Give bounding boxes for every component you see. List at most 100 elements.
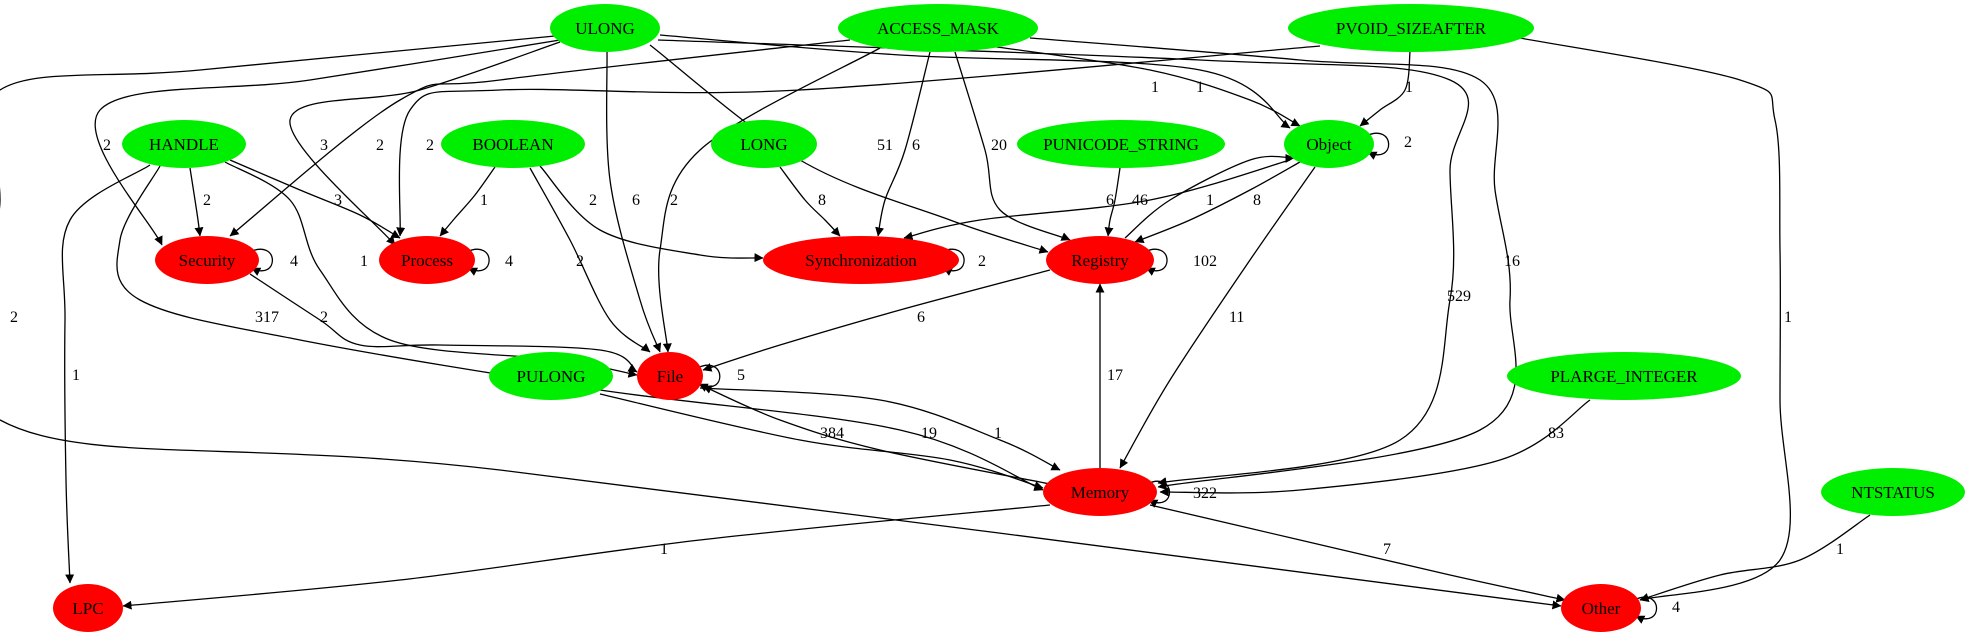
- node-synchronization[interactable]: Synchronization: [763, 236, 959, 284]
- edge-label-object-to-memory: 11: [1229, 309, 1244, 326]
- node-shape-object: [1284, 120, 1374, 168]
- node-access-mask[interactable]: ACCESS_MASK: [838, 4, 1038, 52]
- node-ulong[interactable]: ULONG: [550, 4, 660, 52]
- edge-label-security-to-security: 4: [290, 253, 298, 270]
- edge-label-boolean-to-synchronization: 2: [589, 192, 597, 209]
- node-label-other: Other: [1582, 599, 1621, 618]
- node-label-memory: Memory: [1071, 483, 1130, 502]
- node-shape-plarge-integer: [1507, 352, 1741, 400]
- edge-object-to-registry: [1134, 161, 1301, 244]
- edge-label-security-to-file: 2: [320, 309, 328, 326]
- node-label-punicode-string: PUNICODE_STRING: [1043, 135, 1199, 154]
- edge-access-mask-to-memory: [1029, 37, 1517, 490]
- node-pvoid-sizeafter[interactable]: PVOID_SIZEAFTER: [1288, 4, 1534, 52]
- node-object[interactable]: Object: [1284, 120, 1374, 168]
- edge-memory-to-memory: [1146, 480, 1171, 508]
- edge-pvoid-sizeafter-to-process: [396, 45, 1321, 237]
- node-label-pvoid-sizeafter: PVOID_SIZEAFTER: [1336, 19, 1487, 38]
- edge-handle-to-process: [229, 159, 401, 239]
- edge-label-handle-to-security: 2: [203, 192, 211, 209]
- edge-access-mask-to-object: [989, 45, 1301, 127]
- edge-label-memory-to-lpc: 1: [660, 541, 668, 558]
- node-pulong[interactable]: PULONG: [489, 352, 613, 400]
- edge-security-to-file: [249, 273, 638, 373]
- edge-label-access-mask-to-file: 2: [670, 192, 678, 209]
- node-shape-registry: [1046, 236, 1154, 284]
- edge-label-punicode-string-to-registry: 46: [1132, 192, 1148, 209]
- node-ntstatus[interactable]: NTSTATUS: [1821, 468, 1965, 516]
- node-other[interactable]: Other: [1561, 584, 1641, 632]
- edge-security-to-security: [249, 248, 273, 276]
- edge-pulong-to-memory: [599, 393, 1044, 490]
- edge-other-to-other: [1633, 596, 1658, 624]
- edge-label-ulong-to-file: 6: [632, 192, 640, 209]
- node-shape-pulong: [489, 352, 613, 400]
- edge-access-mask-to-registry: [954, 51, 1071, 241]
- edge-label-file-to-file: 5: [737, 367, 745, 384]
- edge-label-boolean-to-process: 1: [480, 192, 488, 209]
- node-memory[interactable]: Memory: [1043, 468, 1157, 516]
- edge-label-memory-to-registry: 17: [1107, 367, 1123, 384]
- nodes-layer: ULONG ACCESS_MASK PVOID_SIZEAFTER HANDLE BOO…: [53, 4, 1965, 632]
- edge-handle-to-memory: [116, 165, 1044, 491]
- edge-label-handle-to-memory: 317: [255, 309, 279, 326]
- edge-label-file-to-memory: 1: [994, 425, 1002, 442]
- edge-process-to-process: [466, 248, 490, 276]
- node-shape-process: [379, 236, 475, 284]
- node-process[interactable]: Process: [379, 236, 475, 284]
- edge-label-object-to-object: 2: [1404, 134, 1412, 151]
- edge-memory-to-other: [1149, 504, 1566, 603]
- edge-label-registry-to-registry: 102: [1193, 253, 1217, 270]
- node-shape-synchronization: [763, 236, 959, 284]
- edge-label-registry-to-object: 1: [1206, 192, 1214, 209]
- edge-access-mask-to-synchronization: [875, 51, 931, 237]
- edge-label-synchronization-to-synchronization: 2: [978, 253, 986, 270]
- edge-boolean-to-process: [439, 166, 496, 237]
- edge-plarge-integer-to-memory: [1159, 399, 1591, 497]
- edge-object-to-object: [1365, 132, 1390, 160]
- node-shape-security: [155, 236, 259, 284]
- edge-object-to-memory: [1119, 166, 1316, 469]
- node-plarge-integer[interactable]: PLARGE_INTEGER: [1507, 352, 1741, 400]
- edge-label-process-to-process: 4: [505, 253, 513, 270]
- node-security[interactable]: Security: [155, 236, 259, 284]
- node-long[interactable]: LONG: [711, 120, 817, 168]
- node-registry[interactable]: Registry: [1046, 236, 1154, 284]
- node-shape-ulong: [550, 4, 660, 52]
- node-label-security: Security: [179, 251, 236, 270]
- edge-ulong-to-process: [289, 41, 561, 246]
- node-label-registry: Registry: [1071, 251, 1129, 270]
- node-shape-handle: [122, 120, 246, 168]
- edge-ulong-to-other: [0, 35, 1562, 610]
- node-shape-lpc: [53, 584, 123, 632]
- edge-label-ulong-to-process: 3: [320, 137, 328, 154]
- edge-label-memory-to-other: 7: [1383, 541, 1391, 558]
- edge-label-boolean-to-file: 2: [576, 253, 584, 270]
- edge-label-pulong-to-memory: 384: [820, 425, 844, 442]
- node-shape-pvoid-sizeafter: [1288, 4, 1534, 52]
- node-lpc[interactable]: LPC: [53, 584, 123, 632]
- edge-label-access-mask-to-registry: 20: [991, 137, 1007, 154]
- edge-label-long-to-synchronization: 8: [818, 192, 826, 209]
- node-handle[interactable]: HANDLE: [122, 120, 246, 168]
- edge-ulong-to-file: [605, 51, 662, 353]
- node-label-boolean: BOOLEAN: [472, 135, 553, 154]
- node-shape-file: [637, 352, 703, 400]
- edge-registry-to-object: [1124, 153, 1295, 239]
- edge-object-to-synchronization: [903, 159, 1291, 241]
- node-label-handle: HANDLE: [149, 135, 219, 154]
- edge-registry-to-file: [702, 269, 1051, 372]
- node-file[interactable]: File: [637, 352, 703, 400]
- node-shape-punicode-string: [1017, 120, 1225, 168]
- node-label-ntstatus: NTSTATUS: [1851, 483, 1935, 502]
- node-boolean[interactable]: BOOLEAN: [441, 120, 585, 168]
- node-label-access-mask: ACCESS_MASK: [877, 19, 1000, 38]
- node-punicode-string[interactable]: PUNICODE_STRING: [1017, 120, 1225, 168]
- edge-pvoid-sizeafter-to-other: [1519, 37, 1791, 602]
- edge-label-pvoid-sizeafter-to-object: 1: [1405, 79, 1413, 96]
- edge-handle-to-security: [189, 167, 204, 237]
- edge-synchronization-to-synchronization: [941, 248, 965, 276]
- edge-punicode-string-to-registry: [1104, 167, 1121, 237]
